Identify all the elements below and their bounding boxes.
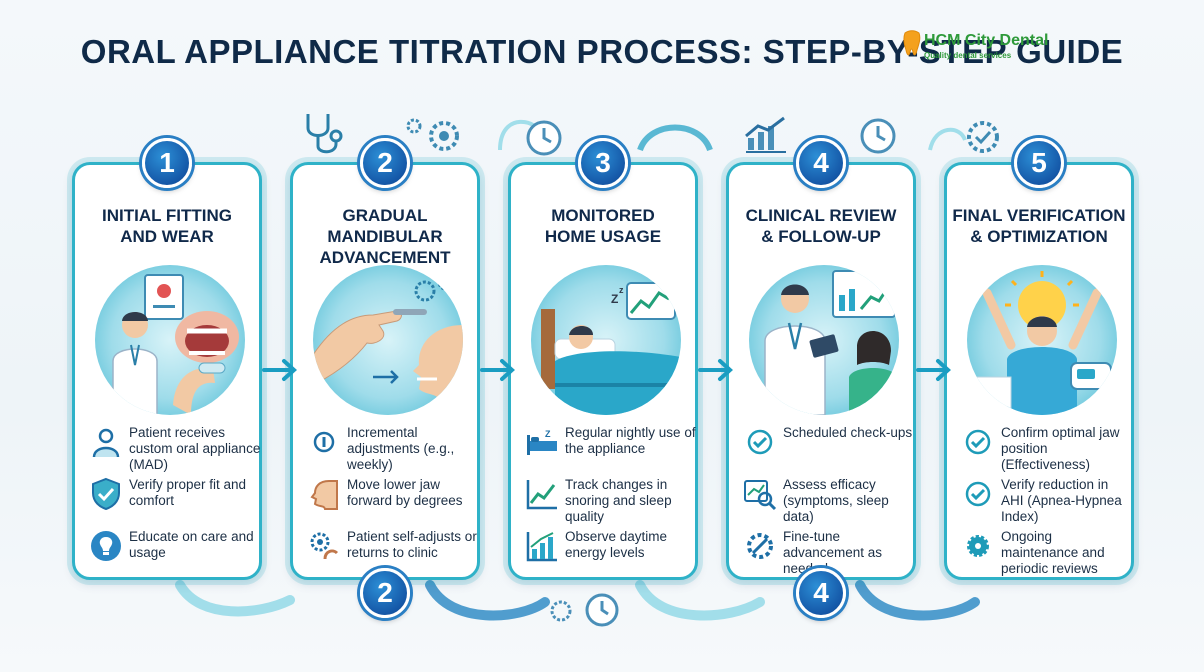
list-item: Z Regular nightly use of the appliance: [525, 423, 696, 475]
flow-arrow-icon: [916, 359, 951, 381]
list-item: Assess efficacy (symptoms, sleep data): [743, 475, 913, 527]
logo-tagline: Quality dental services: [924, 51, 1012, 60]
flow-arrow-icon: [262, 359, 297, 381]
tooth-logo-icon: [903, 30, 921, 56]
happy-patient-illustration: [967, 265, 1117, 415]
step-card-4: CLINICAL REVIEW & FOLLOW-UP Scheduled ch…: [726, 162, 916, 580]
step-title: GRADUAL MANDIBULAR ADVANCEMENT: [319, 206, 451, 267]
step-number-badge: 5: [1014, 138, 1064, 188]
step-items: Patient receives custom oral appliance (…: [89, 423, 260, 579]
list-item: Patient self-adjusts or returns to clini…: [307, 527, 477, 579]
svg-text:Z: Z: [545, 429, 551, 439]
maintenance-gear-icon: [967, 535, 989, 557]
step-card-1: INITIAL FITTING AND WEAR Patient receive: [72, 162, 262, 580]
shield-check-icon: [92, 477, 120, 511]
step-number-badge: 1: [142, 138, 192, 188]
bed-icon: Z: [527, 429, 557, 455]
gear-icon: [550, 600, 572, 622]
dentist-fitting-illustration: [95, 265, 245, 415]
list-item: Ongoing maintenance and periodic reviews: [961, 527, 1131, 579]
list-item: Move lower jaw forward by degrees: [307, 475, 477, 527]
page-title: ORAL APPLIANCE TITRATION PROCESS: STEP-B…: [80, 33, 1124, 70]
list-item: Patient receives custom oral appliance (…: [89, 423, 260, 475]
clock-icon: [860, 118, 896, 154]
jaw-profile-icon: [310, 480, 338, 510]
bar-chart-icon: [526, 532, 557, 562]
list-item: Observe daytime energy levels: [525, 527, 695, 579]
step-number-badge: 2: [360, 138, 410, 188]
list-item: Incremental adjustments (e.g., weekly): [307, 423, 477, 475]
gear-hand-icon: [310, 532, 339, 560]
svg-text:Z: Z: [611, 292, 618, 306]
list-item: Verify proper fit and comfort: [89, 475, 259, 527]
info-icon: [313, 431, 335, 453]
gears-icon: [406, 118, 459, 151]
list-item: Scheduled check-ups: [743, 423, 913, 475]
check-circle-icon: [965, 481, 991, 507]
step-items: Incremental adjustments (e.g., weekly) M…: [307, 423, 477, 579]
check-circle-icon: [965, 429, 991, 455]
tune-gear-icon: [747, 533, 773, 559]
step-items: Confirm optimal jaw position (Effectiven…: [961, 423, 1131, 579]
step-number-badge-bottom: 2: [360, 568, 410, 618]
step-card-3: MONITORED HOME USAGE Z z Z Regular night…: [508, 162, 698, 580]
lightbulb-icon: [91, 531, 121, 561]
growth-chart-icon: [745, 116, 786, 153]
flow-arrow-icon: [480, 359, 515, 381]
list-item: Educate on care and usage: [89, 527, 259, 579]
clock-icon: [526, 120, 562, 156]
step-number-badge: 4: [796, 138, 846, 188]
check-circle-icon: [747, 429, 773, 455]
step-items: Z Regular nightly use of the appliance T…: [525, 423, 696, 579]
step-title: INITIAL FITTING AND WEAR: [101, 206, 232, 246]
doctor-review-illustration: [749, 265, 899, 415]
clock-icon: [585, 593, 619, 627]
stethoscope-icon: [306, 114, 343, 154]
step-card-5: FINAL VERIFICATION & OPTIMIZATION: [944, 162, 1134, 580]
step-title: FINAL VERIFICATION & OPTIMIZATION: [952, 206, 1126, 246]
brand-logo: HCM City Dental Quality dental services: [902, 30, 1082, 66]
list-item: Confirm optimal jaw position (Effectiven…: [961, 423, 1131, 475]
patient-sleeping-illustration: Z z: [531, 265, 681, 415]
step-number-badge: 3: [578, 138, 628, 188]
patient-icon: [92, 428, 120, 458]
step-items: Scheduled check-ups Assess efficacy (sym…: [743, 423, 913, 579]
hand-adjusting-illustration: [313, 265, 463, 415]
step-title: CLINICAL REVIEW & FOLLOW-UP: [745, 206, 897, 246]
line-chart-icon: [526, 480, 557, 510]
logo-name: HCM City Dental: [924, 32, 1049, 49]
list-item: Fine-tune advancement as needed: [743, 527, 913, 579]
magnifier-chart-icon: [744, 480, 777, 511]
step-title: MONITORED HOME USAGE: [544, 206, 662, 246]
step-number-badge-bottom: 4: [796, 568, 846, 618]
list-item: Verify reduction in AHI (Apnea-Hypnea In…: [961, 475, 1131, 527]
gear-check-icon: [967, 121, 999, 153]
step-card-2: GRADUAL MANDIBULAR ADVANCEMENT Increment…: [290, 162, 480, 580]
list-item: Track changes in snoring and sleep quali…: [525, 475, 695, 527]
flow-arrow-icon: [698, 359, 733, 381]
svg-text:z: z: [619, 285, 624, 295]
